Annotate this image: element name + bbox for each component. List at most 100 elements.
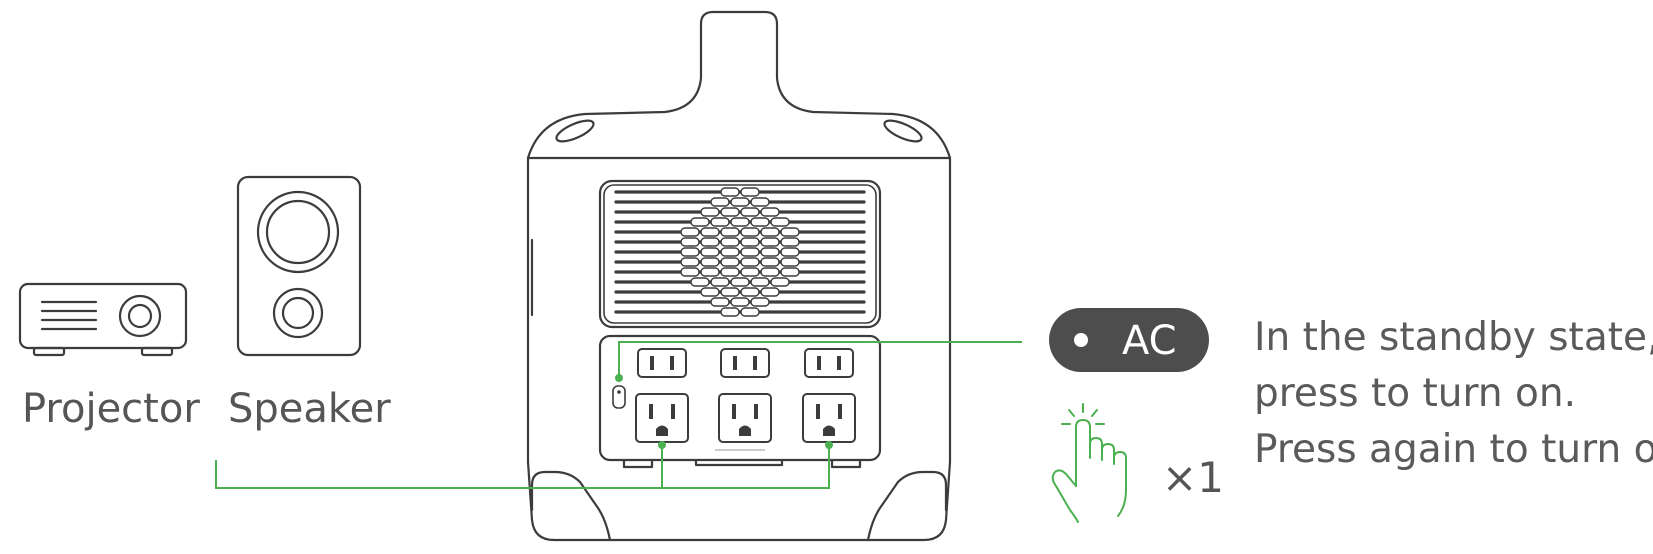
grille-logo-cell	[700, 237, 720, 247]
outlet-prong	[838, 404, 842, 419]
outlet-ground	[739, 425, 751, 436]
outlet-prong	[837, 356, 841, 370]
grille-logo-cell	[740, 247, 760, 257]
connection-lines	[215, 341, 1022, 489]
foot-right	[866, 470, 948, 542]
grille-logo-cell	[690, 217, 710, 227]
grille-logo-cell	[680, 247, 700, 257]
grille-logo-cell	[760, 287, 780, 297]
grille-logo-cell	[720, 207, 740, 217]
ac-outlet-panel	[598, 334, 882, 462]
grille-logo-cell	[740, 287, 760, 297]
grille-logo-cell	[730, 217, 750, 227]
grille-logo-cell	[740, 267, 760, 277]
grille-logo-cell	[760, 227, 780, 237]
outlet-prong	[732, 404, 736, 419]
grille-logo-cell	[780, 237, 800, 247]
grille-logo-cell	[740, 187, 760, 197]
grille-logo-cell	[750, 217, 770, 227]
grille-logo-cell	[680, 257, 700, 267]
grille-logo-cell	[760, 237, 780, 247]
ac-button-callout: AC	[1049, 308, 1209, 372]
grille-logo-cell	[730, 297, 750, 307]
ac-label: AC	[1122, 318, 1177, 364]
grille-logo-cell	[690, 277, 710, 287]
outlet-indicator-left	[658, 441, 666, 449]
grille-logo-cell	[740, 257, 760, 267]
grille-logo-cell	[700, 247, 720, 257]
grille-logo-cell	[750, 297, 770, 307]
outlet-indicator-right	[825, 441, 833, 449]
handle-slot-left	[555, 119, 595, 143]
grille-logo-cell	[720, 247, 740, 257]
outlet-prong	[671, 404, 675, 419]
grille-logo-cell	[760, 207, 780, 217]
grille-logo-cell	[770, 217, 790, 227]
grille-logo-cell	[700, 257, 720, 267]
ac-button-glyph	[617, 390, 621, 394]
grille-logo-cell	[720, 237, 740, 247]
foot-left	[530, 470, 612, 542]
projector-icon	[18, 282, 188, 357]
grille-logo-cell	[740, 237, 760, 247]
grille-logo-cell	[700, 227, 720, 237]
grille-logo-cell	[720, 257, 740, 267]
press-hand-icon	[1051, 403, 1127, 523]
grille-logo-cell	[740, 207, 760, 217]
grille-logo-cell	[710, 197, 730, 207]
outlet-3prong	[718, 393, 772, 443]
grille-logo-cell	[760, 247, 780, 257]
grille-logo-cell	[730, 277, 750, 287]
projector-label: Projector	[22, 386, 200, 432]
grille-logo-cell	[700, 287, 720, 297]
grille-logo-cell	[720, 227, 740, 237]
base-tabs	[622, 458, 862, 469]
grille-logo-cell	[720, 307, 740, 317]
grille-logo-cell	[730, 197, 750, 207]
grille-logo-cell	[720, 287, 740, 297]
outlet-ground	[656, 425, 668, 436]
outlet-prong	[816, 404, 820, 419]
grille-logo-cell	[680, 267, 700, 277]
press-count: ×1	[1162, 453, 1224, 502]
outlet-prong	[650, 356, 654, 370]
instruction-line-1: In the standby state,	[1254, 315, 1653, 360]
handle-slot-right	[883, 119, 923, 143]
instruction-line-3: Press again to turn off.	[1254, 427, 1653, 472]
grille-logo-cell	[700, 267, 720, 277]
grille-logo-cell	[750, 197, 770, 207]
grille-logo-cell	[710, 217, 730, 227]
grille-logo-cell	[780, 227, 800, 237]
ventilation-grille	[598, 179, 882, 329]
power-station-device	[526, 10, 952, 542]
grille-logo-cell	[760, 257, 780, 267]
grille-logo-cell	[680, 237, 700, 247]
outlet-2prong	[804, 348, 854, 378]
outlet-2prong	[720, 348, 770, 378]
outlet-2prong	[637, 348, 687, 378]
grille-logo-cell	[710, 297, 730, 307]
grille-logo-cell	[760, 267, 780, 277]
outlet-prong	[670, 356, 674, 370]
grille-logo-cell	[720, 267, 740, 277]
grille-logo-cell	[780, 267, 800, 277]
grille-logo-cell	[780, 247, 800, 257]
outlet-prong	[753, 356, 757, 370]
ac-button-indicator	[615, 374, 623, 382]
grille-logo-cell	[750, 277, 770, 287]
grille-logo-cell	[770, 277, 790, 287]
outlet-ground	[823, 425, 835, 436]
outlet-prong	[817, 356, 821, 370]
grille-logo-cell	[700, 207, 720, 217]
grille-logo-cell	[720, 187, 740, 197]
grille-logo-cell	[680, 227, 700, 237]
grille-logo-cell	[740, 227, 760, 237]
instruction-line-2: press to turn on.	[1254, 371, 1576, 416]
speaker-icon	[236, 175, 362, 357]
outlet-prong	[754, 404, 758, 419]
outlet-prong	[649, 404, 653, 419]
grille-logo-cell	[780, 257, 800, 267]
speaker-label: Speaker	[228, 386, 391, 432]
ac-power-button[interactable]	[612, 385, 626, 409]
